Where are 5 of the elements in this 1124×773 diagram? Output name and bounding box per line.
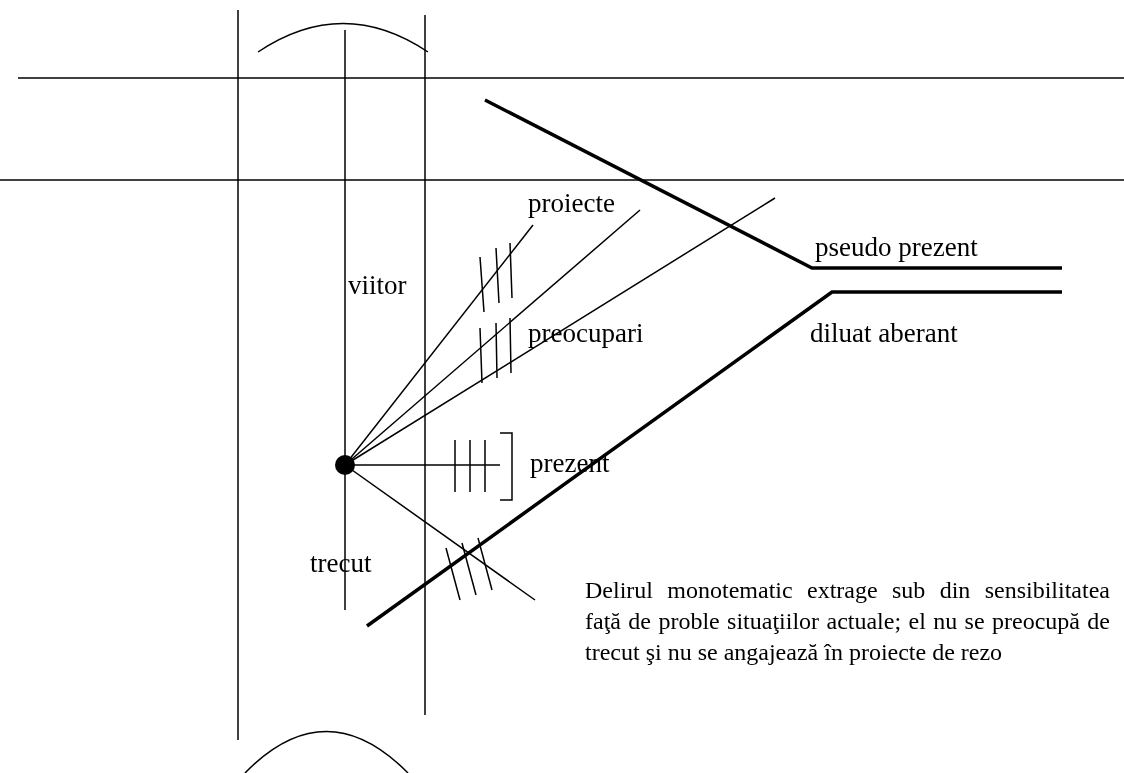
axis-label: diluat aberant [810,318,958,348]
axis-label: proiecte [528,188,615,218]
axis-label: pseudo prezent [815,232,978,262]
axis-label: viitor [348,270,407,300]
text-paragraph: Delirul monotematic extrage sub din sensibilitatea faţă de proble situaţiilor actuale; el nu se preocupă de trecut şi nu se angajează în proiecte de rezo [585,576,1110,667]
